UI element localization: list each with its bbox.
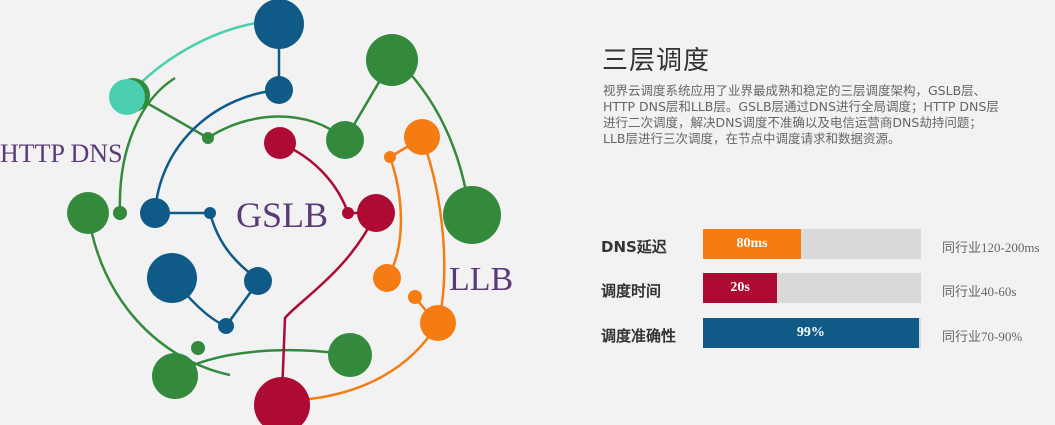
metric-bar-track: 80ms — [703, 229, 921, 259]
metric-bar-fill: 20s — [703, 273, 778, 303]
section-description: 视界云调度系统应用了业界最成熟和稳定的三层调度架构，GSLB层、HTTP DNS… — [603, 83, 999, 146]
blue-node-left — [140, 198, 170, 228]
metric-bar-fill: 80ms — [703, 229, 802, 259]
orange-node-bottom — [420, 305, 456, 341]
gslb-label: GSLB — [236, 195, 328, 235]
metric-dns-latency: DNS延迟 80ms 同行业120-200ms — [601, 229, 1051, 261]
metric-bar-track: 99% — [703, 318, 921, 348]
blue-node-top — [254, 0, 304, 49]
metric-schedule-accuracy: 调度准确性 99% 同行业70-90% — [601, 318, 1051, 350]
metric-label: DNS延迟 — [601, 238, 667, 256]
llb-label: LLB — [449, 261, 513, 298]
metric-bar-track: 20s — [703, 273, 921, 303]
metric-compare: 同行业40-60s — [942, 284, 1017, 299]
green-node-top-right — [366, 34, 418, 86]
metric-value: 20s — [730, 280, 750, 295]
green-upper-left-arc — [118, 76, 176, 213]
blue-node-right — [244, 267, 272, 295]
metric-compare: 同行业70-90% — [942, 329, 1023, 344]
metric-label: 调度准确性 — [601, 327, 677, 345]
red-arc-down — [280, 212, 378, 396]
metric-value: 80ms — [736, 236, 768, 251]
green-node-small-left — [113, 206, 127, 220]
green-node-bottom-small — [191, 341, 205, 355]
teal-node — [109, 79, 145, 115]
three-layer-diagram: HTTP DNS GSLB LLB — [0, 0, 513, 425]
metric-bar-fill: 99% — [703, 318, 919, 348]
red-node-right — [357, 194, 395, 232]
blue-arc-left — [153, 88, 280, 214]
green-node-mid — [326, 121, 364, 159]
metric-value: 99% — [796, 325, 825, 340]
blue-node-center-small — [204, 207, 216, 219]
blue-node-large — [147, 253, 197, 303]
orange-arc-outer — [420, 137, 446, 324]
red-node-small — [342, 207, 354, 219]
http-dns-label: HTTP DNS — [0, 139, 123, 168]
red-node-top — [264, 127, 296, 159]
green-node-right — [443, 186, 501, 244]
red-node-bottom — [254, 377, 310, 425]
orange-node-small-top — [384, 151, 396, 163]
metric-label: 调度时间 — [601, 282, 662, 300]
section-title: 三层调度 — [602, 46, 711, 76]
blue-node-top-small — [265, 76, 293, 104]
green-node-bottom-left — [152, 353, 198, 399]
metric-compare: 同行业120-200ms — [942, 240, 1040, 255]
orange-node-mid — [373, 264, 401, 292]
green-node-bottom-right — [328, 333, 372, 377]
green-outer-arc — [86, 211, 231, 377]
orange-node-small-low — [408, 290, 422, 304]
green-node-left — [67, 192, 109, 234]
blue-node-bottom-small — [218, 318, 234, 334]
metric-schedule-time: 调度时间 20s 同行业40-60s — [601, 273, 1051, 305]
green-node-small-inner — [202, 132, 214, 144]
orange-arc-bottom — [299, 322, 440, 402]
orange-node-top — [404, 119, 440, 155]
